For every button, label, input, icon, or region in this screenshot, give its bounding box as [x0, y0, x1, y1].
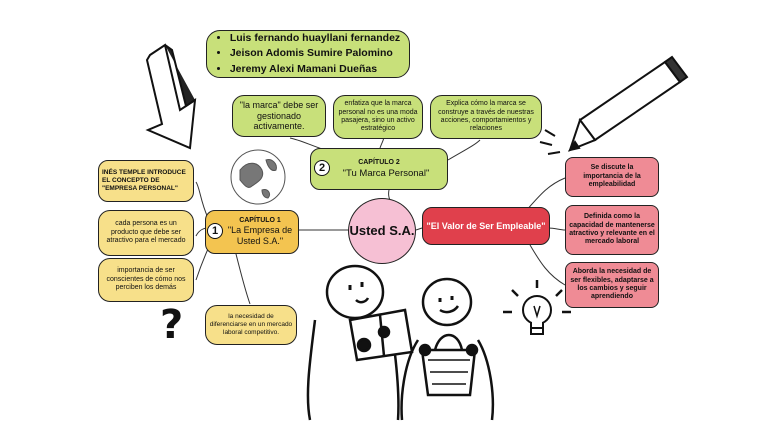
question-mark-text: ?: [160, 302, 184, 348]
ch1-note-1: INÉS TEMPLE INTRODUCE EL CONCEPTO DE "EM…: [98, 160, 194, 202]
connector-ch1-note4: [234, 249, 251, 305]
ch1-note-2: cada persona es un producto que debe ser…: [98, 210, 194, 256]
central-topic-label: Usted S.A.: [349, 223, 415, 239]
ch3-note-1-text: Se discute la importancia de la empleabi…: [583, 164, 641, 189]
person-carrying-icon: [400, 277, 495, 421]
chapter1-number: 1: [211, 225, 219, 237]
chapter1-title: CAPÍTULO 1: [239, 217, 281, 224]
connector-center-ch3: [415, 227, 423, 231]
ch1-note-2-text: cada persona es un producto que debe ser…: [106, 220, 186, 245]
ch3-note-3: Aborda la necesidad de ser flexibles, ad…: [565, 262, 659, 308]
ch1-note-3-text: importancia de ser conscientes de cómo n…: [106, 267, 186, 292]
pencil-icon: [539, 55, 689, 155]
chapter2-number-badge: 2: [314, 160, 330, 176]
ch2-note-2: enfatiza que la marca personal no es una…: [333, 95, 423, 139]
ch2-note-3: Explica cómo la marca se construye a tra…: [430, 95, 542, 139]
ch2-note-2-text: enfatiza que la marca personal no es una…: [338, 100, 418, 133]
author-item: Jeremy Alexi Mamani Dueñas: [230, 62, 400, 77]
connector-ch2-note3: [447, 139, 481, 161]
central-topic: Usted S.A.: [348, 198, 416, 264]
ch1-note-4: la necesidad de diferenciarse en un merc…: [205, 305, 297, 345]
chapter2-title: CAPÍTULO 2: [358, 159, 400, 167]
authors-box: Luis fernando huayllani fernandez Jeison…: [206, 30, 410, 78]
chapter1-subtitle: "La Empresa de Usted S.A.": [227, 225, 293, 247]
ch3-note-2-text: Definida como la capacidad de mantenerse…: [569, 213, 655, 246]
connector-ch1-note1: [195, 181, 209, 219]
arrow-icon: [145, 43, 197, 150]
chapter2-number: 2: [318, 162, 326, 174]
ch1-note-4-text: la necesidad de diferenciarse en un merc…: [209, 313, 293, 336]
lightbulb-icon: [503, 280, 571, 335]
chapter3-box: "El Valor de Ser Empleable": [422, 207, 550, 245]
chapter2-box: CAPÍTULO 2 "Tu Marca Personal": [310, 148, 448, 190]
connector-ch3-note3: [529, 244, 566, 286]
authors-list: Luis fernando huayllani fernandez Jeison…: [216, 31, 400, 77]
author-item: Luis fernando huayllani fernandez: [230, 31, 400, 46]
connector-ch3-note2: [547, 227, 566, 231]
globe-icon: [230, 149, 286, 205]
chapter2-subtitle: "Tu Marca Personal": [342, 167, 430, 179]
ch3-note-2: Definida como la capacidad de mantenerse…: [565, 205, 659, 255]
chapter3-title: "El Valor de Ser Empleable": [426, 220, 546, 231]
ch3-note-1: Se discute la importancia de la empleabi…: [565, 157, 659, 197]
person-reading-icon: [306, 264, 414, 421]
ch2-note-3-text: Explica cómo la marca se construye a tra…: [438, 100, 534, 133]
chapter1-number-badge: 1: [207, 223, 223, 239]
ch1-note-3: importancia de ser conscientes de cómo n…: [98, 258, 194, 302]
ch1-note-1-text: INÉS TEMPLE INTRODUCE EL CONCEPTO DE "EM…: [102, 169, 186, 192]
question-mark: ?: [160, 302, 183, 348]
ch2-note-1-text: "la marca" debe ser gestionado activamen…: [239, 99, 319, 132]
author-item: Jeison Adomis Sumire Palomino: [230, 46, 400, 61]
ch3-note-3-text: Aborda la necesidad de ser flexibles, ad…: [570, 268, 654, 301]
ch2-note-1: "la marca" debe ser gestionado activamen…: [232, 95, 326, 137]
